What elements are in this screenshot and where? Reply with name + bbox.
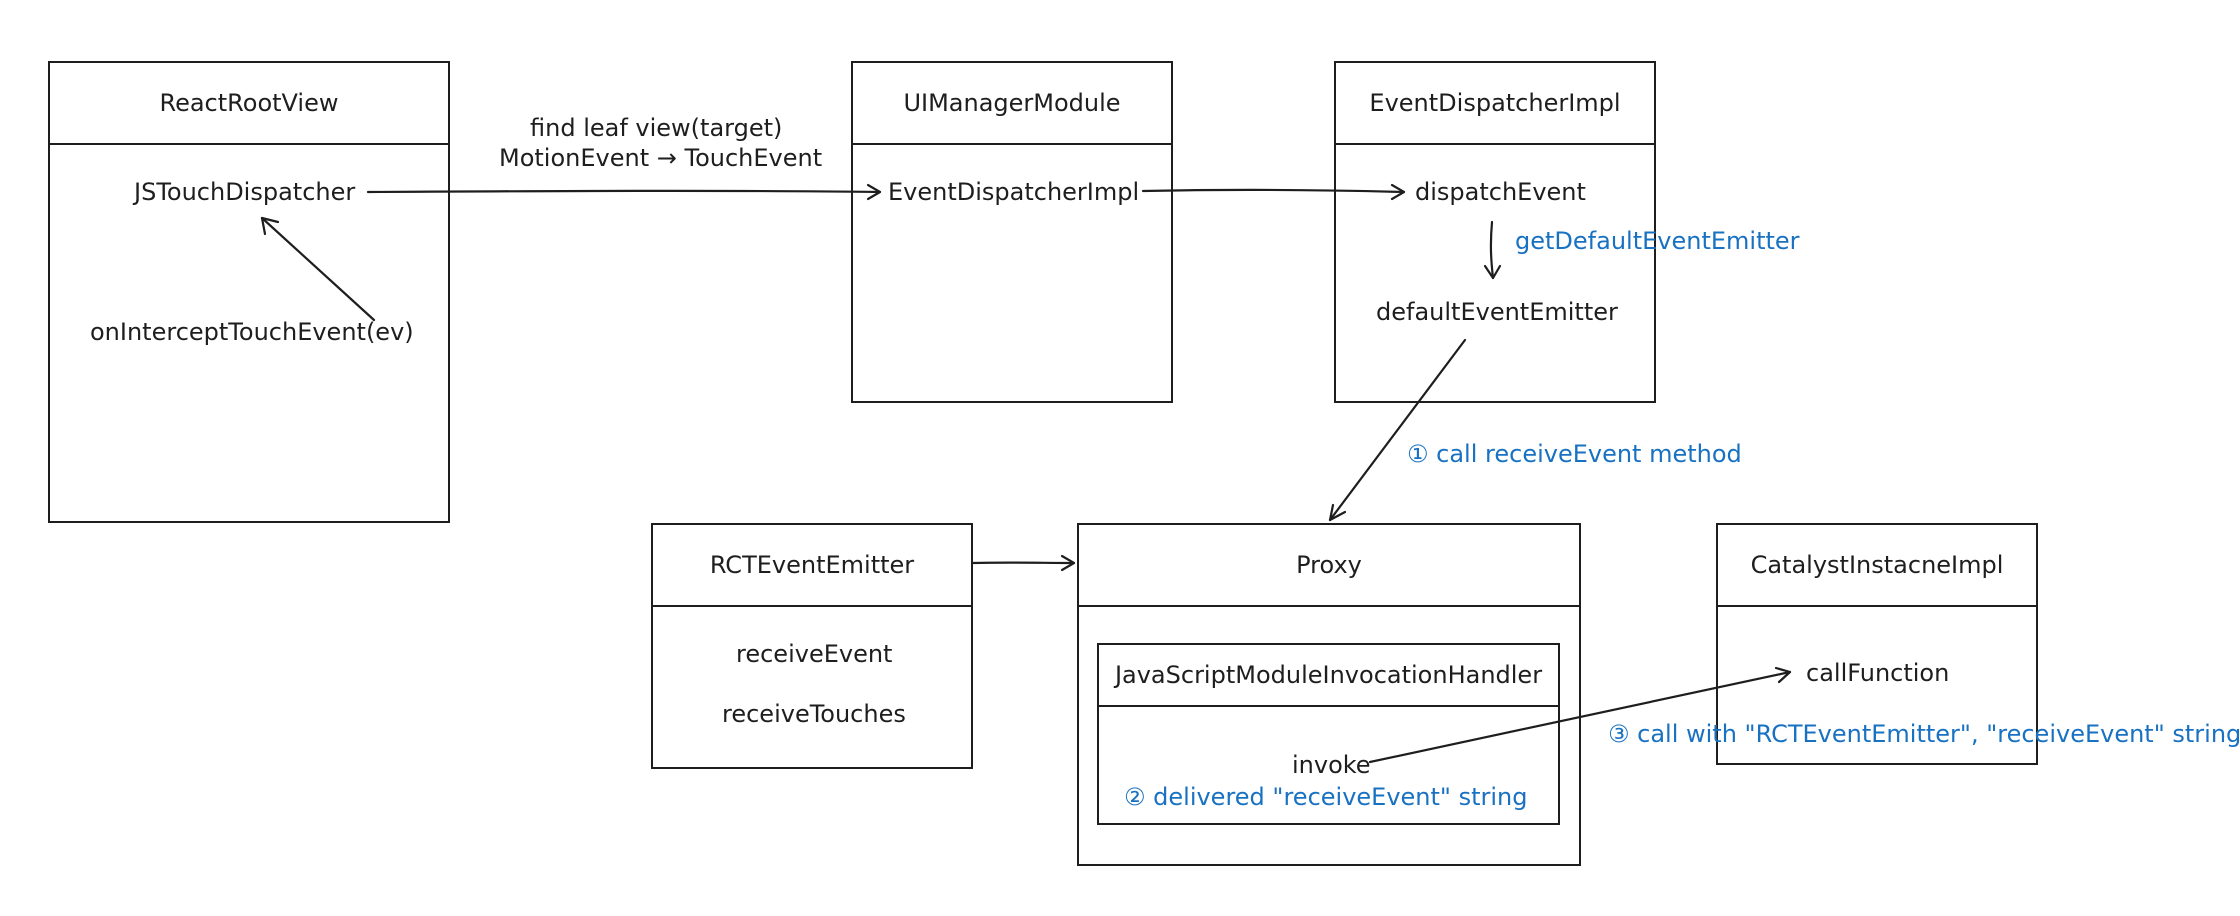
default-emitter-to-proxy-arrow: [1328, 338, 1467, 522]
rct-event-emitter-title: RCTEventEmitter: [653, 525, 971, 607]
catalyst-instance-impl-box: CatalystInstacneImpl: [1716, 523, 2038, 765]
ui-manager-module-box: UIManagerModule: [851, 61, 1173, 403]
find-leaf-view-label: find leaf view(target): [530, 114, 783, 142]
invoke-to-call-function-arrow: [1368, 666, 1792, 764]
dispatch-to-default-emitter-arrow: [1483, 220, 1502, 280]
react-root-view-title: ReactRootView: [50, 63, 448, 145]
catalyst-instance-impl-title: CatalystInstacneImpl: [1718, 525, 2036, 607]
dispatcher-to-uimanager-arrow: [366, 183, 882, 201]
default-event-emitter-label: defaultEventEmitter: [1376, 298, 1618, 326]
get-default-emitter-label: getDefaultEventEmitter: [1515, 227, 1800, 255]
step1-label: ① call receiveEvent method: [1407, 440, 1742, 468]
react-root-view-box: ReactRootView: [48, 61, 450, 523]
on-intercept-touch-event-label: onInterceptTouchEvent(ev): [90, 318, 414, 346]
receive-event-label: receiveEvent: [736, 640, 893, 668]
ui-manager-module-title: UIManagerModule: [853, 63, 1171, 145]
proxy-title: Proxy: [1079, 525, 1579, 607]
motion-to-touch-label: MotionEvent → TouchEvent: [499, 144, 823, 172]
step3-label: ③ call with "RCTEventEmitter", "receiveE…: [1608, 720, 2240, 748]
call-function-label: callFunction: [1806, 659, 1950, 687]
dispatch-event-label: dispatchEvent: [1415, 178, 1586, 206]
intercept-to-dispatcher-arrow: [260, 216, 376, 322]
uimanager-to-dispatch-event-arrow: [1141, 183, 1406, 201]
js-touch-dispatcher-label: JSTouchDispatcher: [134, 178, 356, 206]
event-dispatcher-impl-field: EventDispatcherImpl: [888, 178, 1140, 206]
rct-emitter-to-proxy-arrow: [971, 554, 1076, 572]
event-dispatcher-impl-box: EventDispatcherImpl: [1334, 61, 1656, 403]
step2-label: ② delivered "receiveEvent" string: [1124, 783, 1528, 811]
invoke-label: invoke: [1292, 751, 1371, 779]
rct-event-emitter-box: RCTEventEmitter: [651, 523, 973, 769]
receive-touches-label: receiveTouches: [722, 700, 906, 728]
js-module-invocation-handler-title: JavaScriptModuleInvocationHandler: [1099, 645, 1558, 707]
event-dispatcher-impl-title: EventDispatcherImpl: [1336, 63, 1654, 145]
js-module-invocation-handler-box: JavaScriptModuleInvocationHandler: [1097, 643, 1560, 825]
